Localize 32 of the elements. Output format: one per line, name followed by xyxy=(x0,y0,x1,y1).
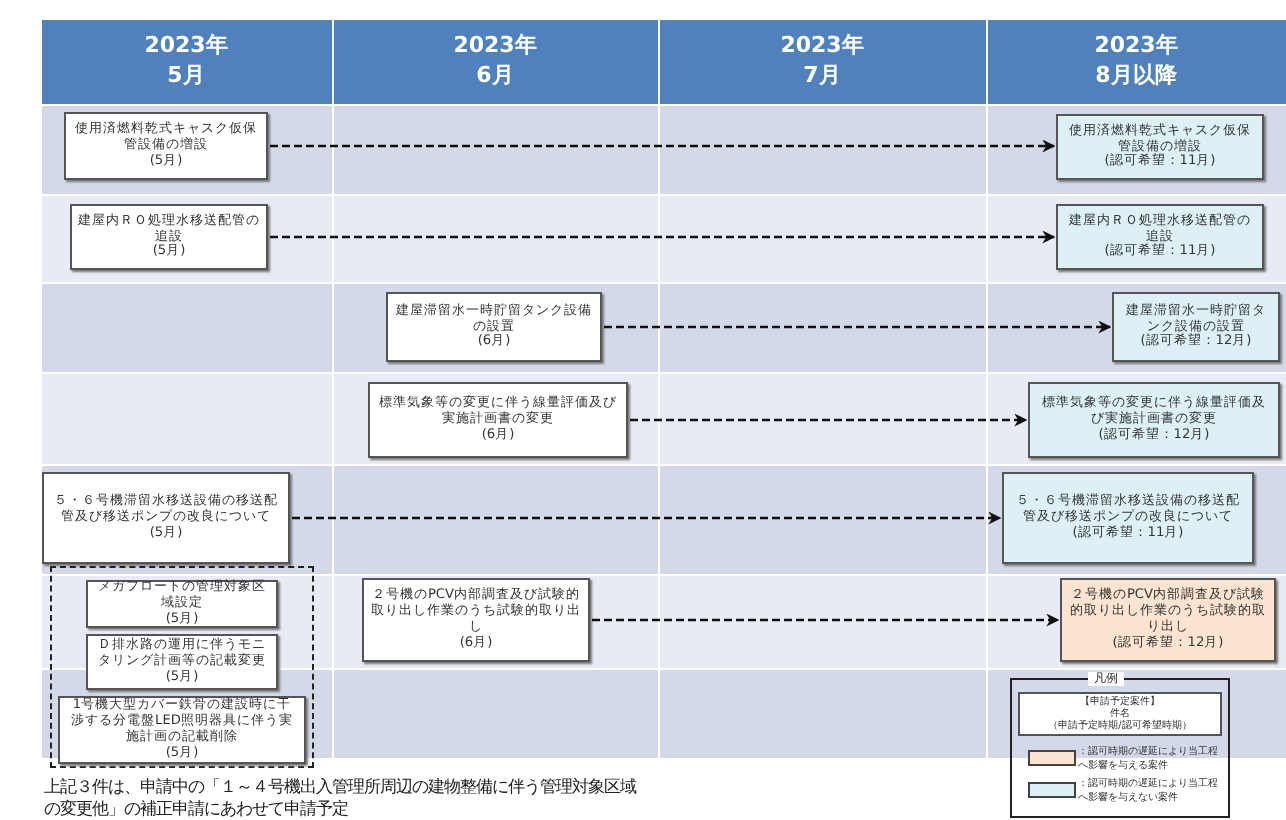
arrow xyxy=(630,413,1028,427)
process-box xyxy=(1060,578,1276,662)
process-box xyxy=(58,696,306,764)
header-year: 2023年 xyxy=(451,32,539,62)
process-box xyxy=(86,634,278,690)
process-box xyxy=(1056,204,1264,270)
process-box xyxy=(86,580,278,628)
header-month: 8月以降 xyxy=(1093,62,1179,92)
dashed-group-frame xyxy=(50,566,314,768)
arrow xyxy=(592,613,1060,627)
arrow xyxy=(270,230,1056,244)
process-box xyxy=(368,382,628,458)
header-month: 6月 xyxy=(474,62,516,92)
process-box xyxy=(70,204,268,270)
header-year: 2023年 xyxy=(142,32,230,62)
process-box xyxy=(1112,292,1280,362)
arrow xyxy=(292,511,1002,525)
header-month: 5月 xyxy=(165,62,207,92)
process-box xyxy=(1028,382,1280,458)
arrow xyxy=(270,139,1056,153)
header-year: 2023年 xyxy=(1092,32,1180,62)
arrow xyxy=(604,320,1112,334)
legend-sample-box xyxy=(1018,692,1222,736)
header-month: 7月 xyxy=(801,62,843,92)
footnote: 上記３件は、申請中の「１～４号機出入管理所周辺の建物整備に伴う管理対象区域の変更他」の補正申請にあわせて申請予定 xyxy=(44,776,639,820)
process-box xyxy=(1002,472,1254,564)
process-box xyxy=(362,578,590,662)
process-box xyxy=(1056,114,1264,180)
header-year: 2023年 xyxy=(778,32,866,62)
process-box xyxy=(42,472,290,564)
process-box xyxy=(64,112,268,180)
process-box xyxy=(386,292,602,362)
